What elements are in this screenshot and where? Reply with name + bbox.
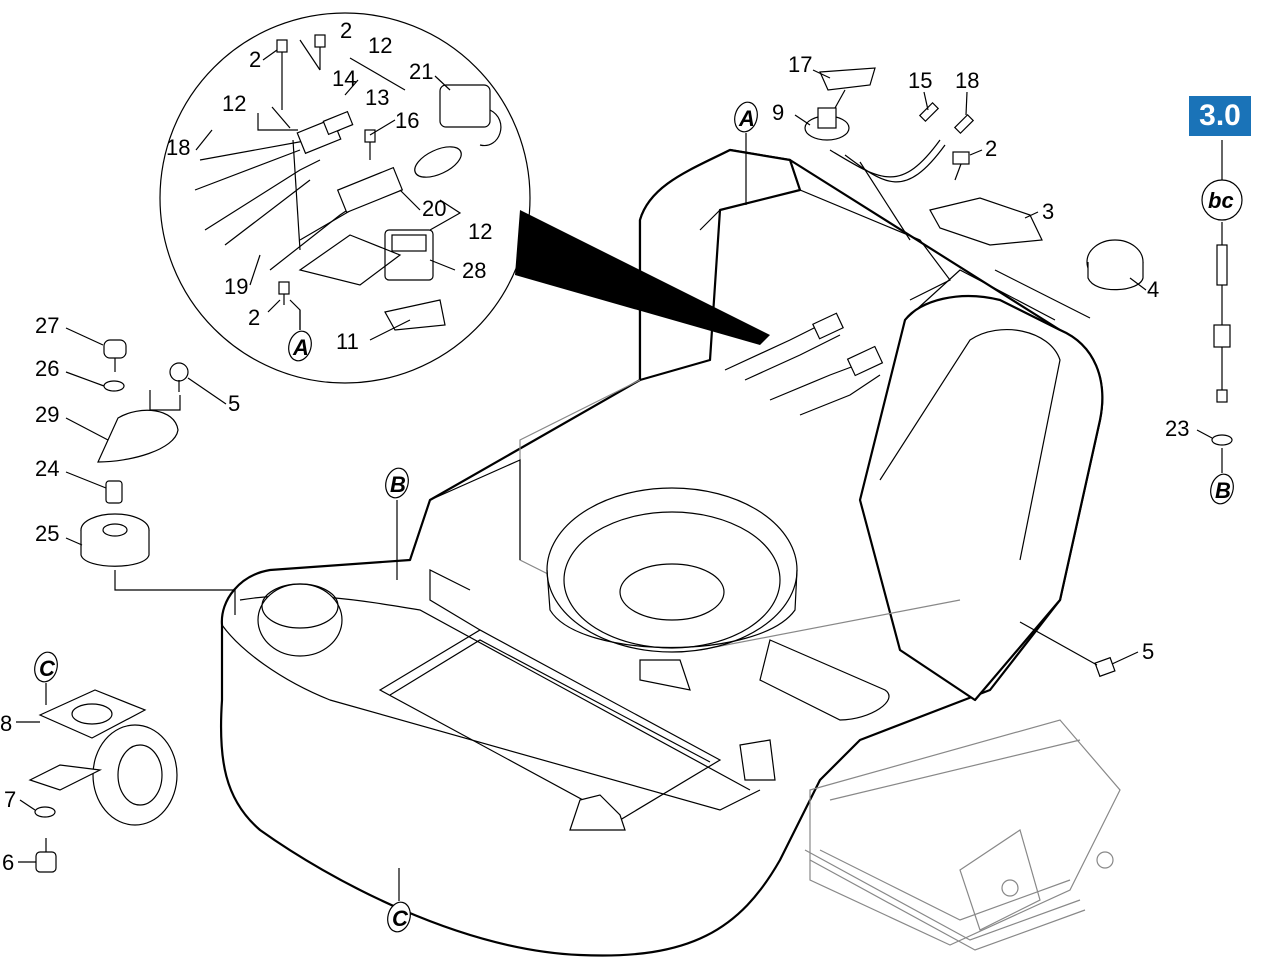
label-16: 16 <box>395 108 419 133</box>
label-28: 28 <box>462 258 486 283</box>
label-6: 6 <box>2 850 14 875</box>
label-9: 9 <box>772 100 784 125</box>
leader-lines <box>16 39 1213 863</box>
label-29: 29 <box>35 402 59 427</box>
ref-a-2: A <box>292 335 309 360</box>
label-8: 8 <box>0 711 12 736</box>
ref-bc: bc <box>1208 188 1234 213</box>
cable-assembly-bc <box>1211 140 1233 446</box>
label-2c: 2 <box>248 305 260 330</box>
ref-b-1: B <box>390 472 406 497</box>
label-21: 21 <box>409 59 433 84</box>
ref-c-2: C <box>392 906 409 931</box>
label-13: 13 <box>365 85 389 110</box>
label-27: 27 <box>35 313 59 338</box>
label-2a: 2 <box>249 47 261 72</box>
label-3: 3 <box>1042 199 1054 224</box>
label-26: 26 <box>35 356 59 381</box>
label-2d: 2 <box>985 136 997 161</box>
label-14: 14 <box>332 66 356 91</box>
upper-right-parts <box>804 67 1144 319</box>
label-2b: 2 <box>340 18 352 43</box>
label-15: 15 <box>908 68 932 93</box>
ref-b-2: B <box>1215 478 1231 503</box>
label-18a: 18 <box>166 135 190 160</box>
label-24: 24 <box>35 456 59 481</box>
detail-callout-circle <box>159 12 770 384</box>
part-labels: 2 2 12 14 21 12 13 16 18 20 12 19 28 2 1… <box>0 18 1189 875</box>
label-11: 11 <box>336 329 359 354</box>
label-25: 25 <box>35 521 59 546</box>
label-12a: 12 <box>368 33 392 58</box>
label-20: 20 <box>422 196 446 221</box>
label-17: 17 <box>788 52 812 77</box>
ref-c-1: C <box>39 656 56 681</box>
ref-a-1: A <box>738 106 755 131</box>
section-badge: 3.0 <box>1189 96 1251 136</box>
scrub-deck <box>804 719 1121 951</box>
label-23: 23 <box>1165 416 1189 441</box>
label-12c: 12 <box>468 219 492 244</box>
label-5a: 5 <box>228 391 240 416</box>
label-5b: 5 <box>1142 639 1154 664</box>
label-12b: 12 <box>222 91 246 116</box>
label-4: 4 <box>1147 277 1159 302</box>
label-19: 19 <box>224 274 248 299</box>
label-7: 7 <box>4 787 16 812</box>
reference-markers: A A B B C C bc <box>34 101 1243 933</box>
chassis-body <box>219 148 1104 957</box>
label-18b: 18 <box>955 68 979 93</box>
left-parts <box>28 339 1116 873</box>
